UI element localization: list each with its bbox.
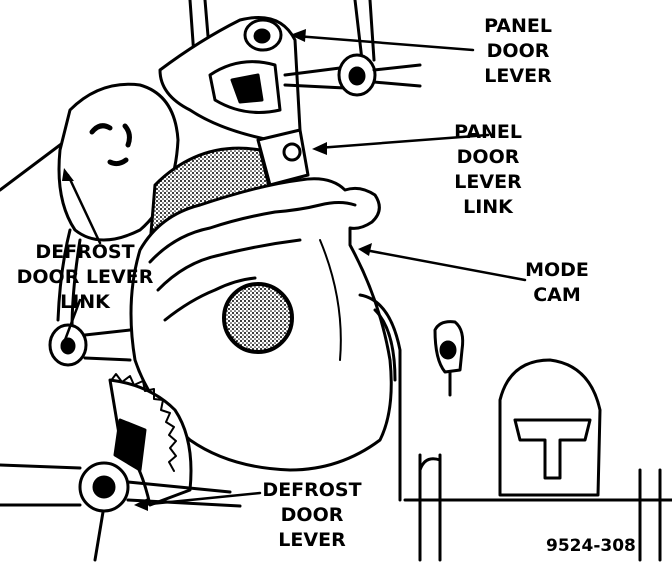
- leader-lines: [60, 34, 527, 507]
- right-pivot: [433, 320, 465, 397]
- label-line: DOOR: [280, 504, 344, 526]
- label-line: DEFROST: [35, 241, 135, 263]
- label-defrost-door-lever-link: DEFROST DOOR LEVER LINK: [10, 240, 160, 315]
- label-line: DOOR: [486, 40, 550, 62]
- panel-door-lever: [158, 16, 347, 142]
- defrost-door-lever: [0, 461, 242, 513]
- label-line: PANEL: [454, 121, 522, 143]
- label-mode-cam: MODE CAM: [522, 258, 592, 308]
- label-line: LINK: [463, 196, 513, 218]
- label-line: DEFROST: [262, 479, 362, 501]
- label-panel-door-lever-link: PANEL DOOR LEVER LINK: [448, 120, 528, 220]
- panel-door-lever-pivot: [337, 53, 422, 97]
- gear-segment: [108, 373, 193, 507]
- arrowheads: [62, 29, 372, 511]
- label-line: DOOR: [456, 146, 520, 168]
- label-line: LEVER: [484, 65, 552, 87]
- label-line: PANEL: [484, 15, 552, 37]
- label-line: MODE: [525, 259, 589, 281]
- mode-cam: [129, 146, 393, 472]
- label-panel-door-lever: PANEL DOOR LEVER: [478, 14, 558, 89]
- label-line: LINK: [60, 291, 110, 313]
- right-bracket: [358, 293, 672, 562]
- label-defrost-door-lever: DEFROST DOOR LEVER: [262, 478, 362, 553]
- housing-frame: [188, 0, 376, 72]
- cam-pivot: [48, 323, 132, 367]
- figure-number: 9524-308: [546, 536, 636, 556]
- label-line: DOOR LEVER: [16, 266, 154, 288]
- label-line: LEVER: [278, 529, 346, 551]
- label-line: LEVER: [454, 171, 522, 193]
- label-line: CAM: [533, 284, 581, 306]
